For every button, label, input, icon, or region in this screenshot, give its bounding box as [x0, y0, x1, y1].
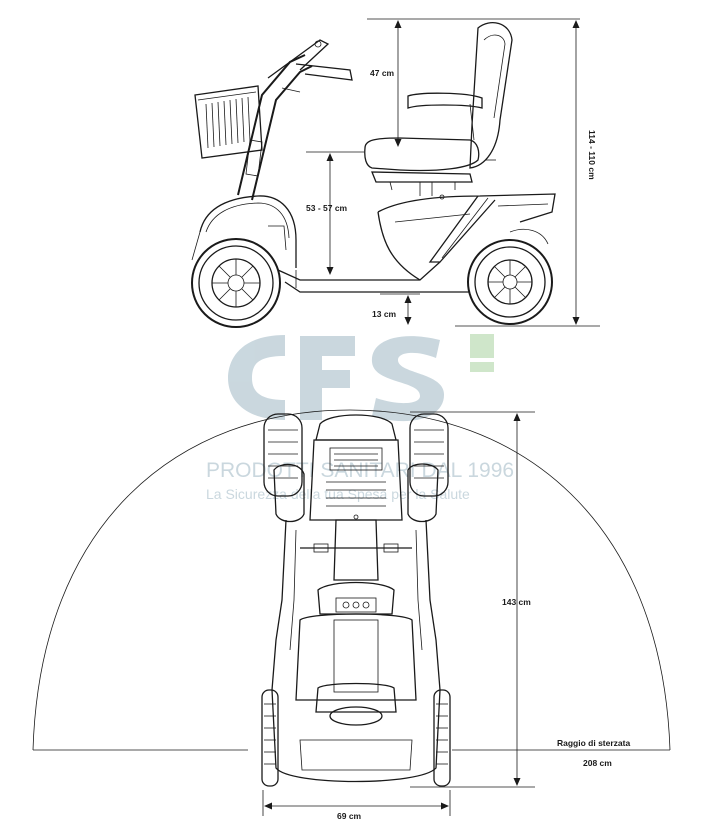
rear-tires: [261, 689, 451, 787]
rear-wheel: [467, 239, 553, 325]
left-side-pod: [273, 463, 305, 523]
turning-radius-value: 208 cm: [583, 758, 612, 768]
rear-body: [377, 193, 556, 281]
length-label: 143 cm: [502, 597, 531, 607]
chassis-floor: [277, 261, 470, 293]
turning-arc: [32, 409, 671, 751]
seat-back-height-label: 47 cm: [370, 68, 395, 78]
front-basket: [194, 85, 263, 159]
total-height-label: 114 - 110 cm: [587, 130, 597, 180]
top-body-outline: [271, 519, 441, 783]
front-tires: [263, 413, 449, 497]
seat-height-label: 53 - 57 cm: [306, 203, 348, 213]
width-label: 69 cm: [337, 811, 362, 821]
watermark-line2: La Sicurezza della tua Spesa per la Salu…: [206, 486, 470, 502]
side-view: [191, 22, 556, 328]
top-view-dimensions: [262, 411, 535, 816]
front-fairing: [191, 195, 297, 268]
ground-clearance-label: 13 cm: [372, 309, 397, 319]
right-side-pod: [407, 463, 439, 523]
watermark-line1: PRODOTTI SANITARI DAL 1996: [206, 459, 514, 482]
tiller-column: [237, 39, 353, 201]
watermark: PRODOTTI SANITARI DAL 1996 La Sicurezza …: [206, 334, 514, 502]
seat: [364, 22, 513, 200]
top-tiller: [300, 519, 412, 615]
front-wheel: [191, 238, 281, 328]
turning-radius-label: Raggio di sterzata: [557, 738, 630, 748]
watermark-logo: [228, 334, 494, 422]
top-front-basket: [309, 414, 403, 521]
top-view: [261, 413, 451, 787]
side-view-dimensions: [306, 18, 600, 327]
